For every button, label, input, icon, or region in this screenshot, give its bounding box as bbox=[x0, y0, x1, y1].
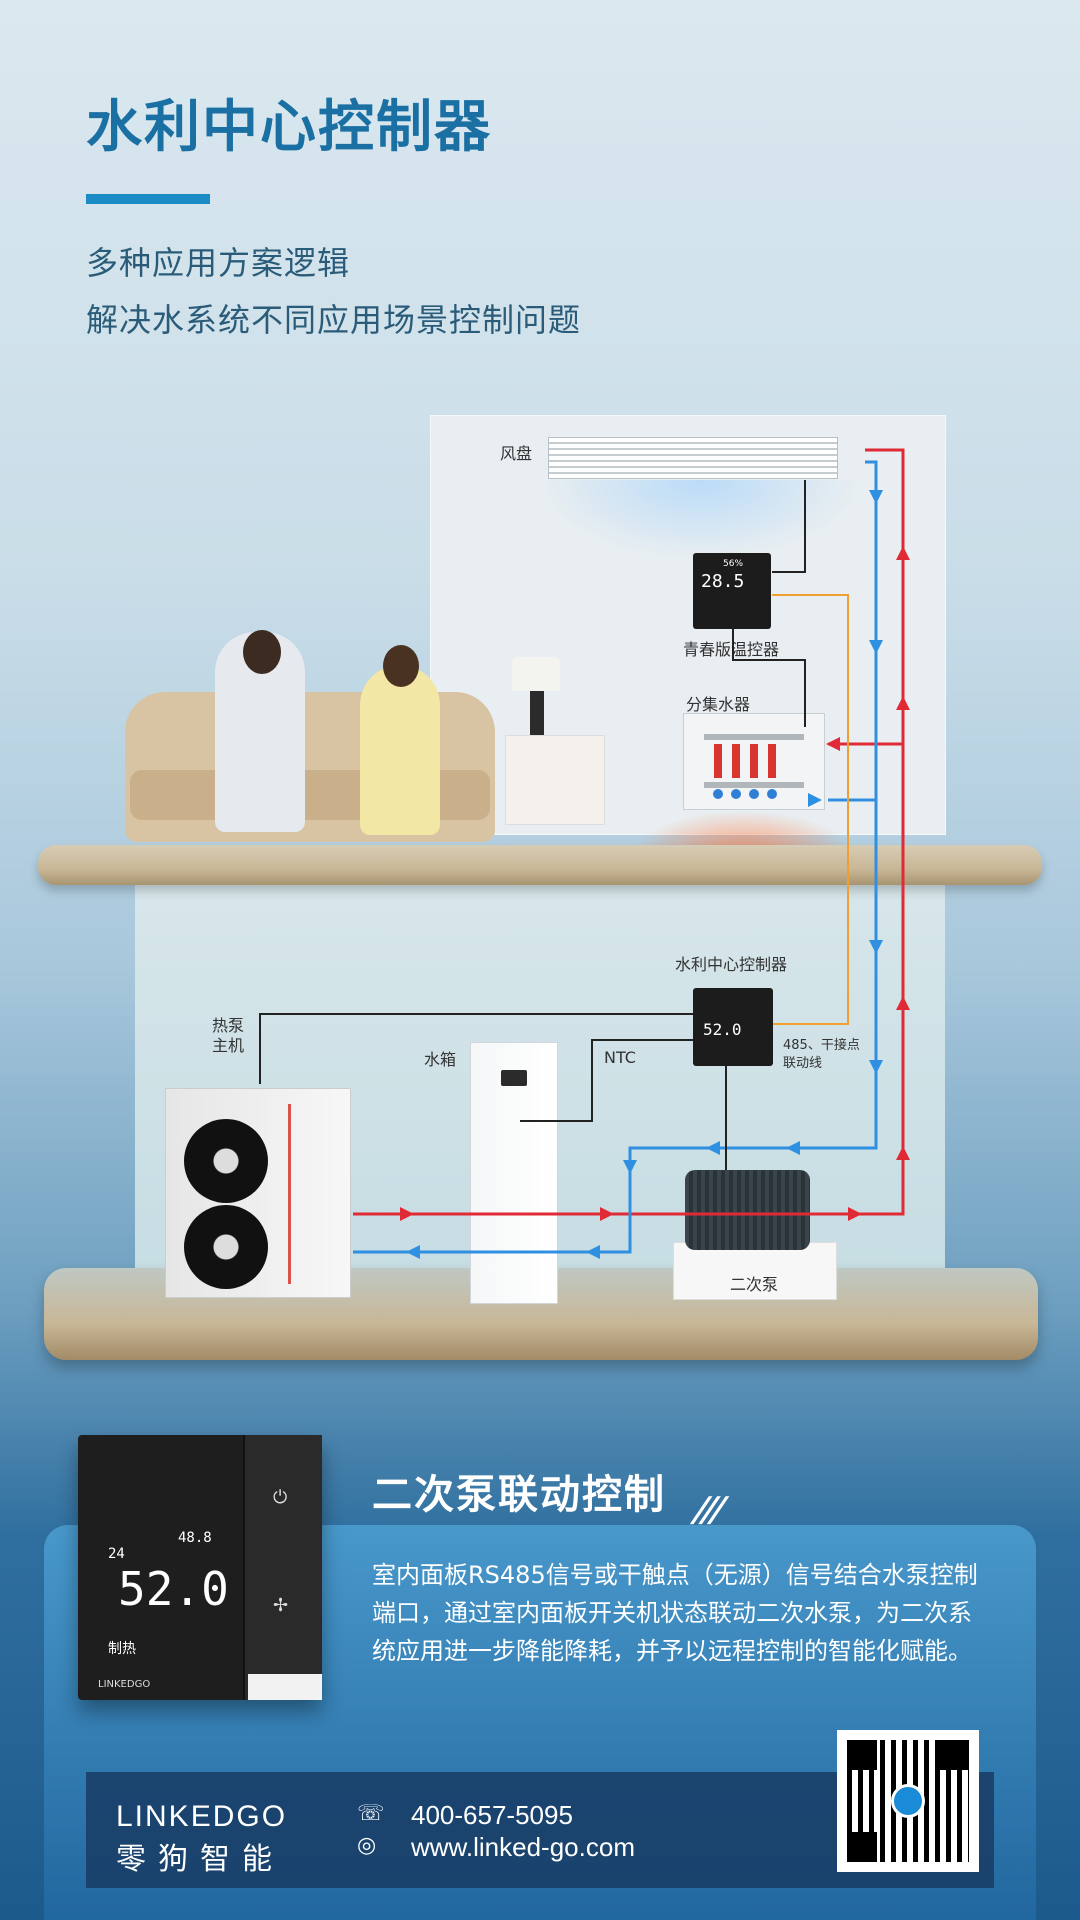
fan-icon bbox=[184, 1205, 268, 1289]
product-bottom-strip bbox=[248, 1674, 322, 1700]
table-lamp bbox=[512, 657, 560, 691]
qr-center-logo-icon bbox=[891, 1784, 925, 1818]
thermostat-humidity: 56% bbox=[723, 559, 744, 569]
hot-water-pipes bbox=[353, 448, 905, 1216]
hydro-controller-product-image: 48.8 24 52.0 制热 LINKEDGO ⏻ ✢ bbox=[78, 1435, 322, 1700]
product-reading: 52.0 bbox=[118, 1562, 229, 1616]
youth-thermostat-device: 28.5 56% bbox=[693, 553, 771, 629]
manifold-label: 分集水器 bbox=[686, 695, 751, 714]
hydro-controller-device: 52.0 bbox=[693, 988, 773, 1066]
tank-display bbox=[501, 1070, 527, 1086]
globe-icon: ◎ bbox=[357, 1832, 377, 1857]
website-link[interactable]: www.linked-go.com bbox=[411, 1832, 635, 1862]
phone-number[interactable]: 400-657-5095 bbox=[411, 1800, 573, 1830]
hydro-controller-label: 水利中心控制器 bbox=[675, 955, 788, 974]
control-wires bbox=[259, 480, 806, 1170]
page-title: 水利中心控制器 bbox=[86, 95, 492, 160]
hot-flow-arrows bbox=[400, 546, 910, 1221]
qr-code[interactable] bbox=[837, 1730, 979, 1872]
water-tank-label: 水箱 bbox=[424, 1050, 457, 1069]
product-button-pane: ⏻ ✢ bbox=[243, 1435, 322, 1700]
link-label-line-2: 联动线 bbox=[783, 1056, 823, 1071]
fan-icon bbox=[184, 1119, 268, 1203]
product-temp-top: 48.8 bbox=[178, 1530, 212, 1546]
fan-coil-unit bbox=[548, 437, 838, 479]
heat-pump-unit bbox=[165, 1088, 351, 1298]
subtitle-line-2: 解决水系统不同应用场景控制问题 bbox=[86, 301, 582, 339]
woman-head bbox=[383, 645, 419, 687]
rs485-link-wire bbox=[772, 594, 849, 1025]
heat-pump-label-line-2: 主机 bbox=[212, 1036, 245, 1055]
woman-reading-figure bbox=[360, 665, 440, 835]
feature-title: 二次泵联动控制 bbox=[372, 1472, 666, 1518]
controller-reading: 52.0 bbox=[703, 1020, 742, 1039]
product-temp-small: 24 bbox=[108, 1546, 125, 1562]
secondary-pump-label: 二次泵 bbox=[730, 1275, 779, 1294]
feature-description: 室内面板RS485信号或干触点（无源）信号结合水泵控制端口，通过室内面板开关机状… bbox=[372, 1561, 978, 1665]
cold-water-pipes bbox=[353, 460, 878, 1254]
product-screen: 48.8 24 52.0 制热 bbox=[108, 1530, 229, 1658]
lamp-base bbox=[530, 691, 544, 735]
nightstand bbox=[505, 735, 605, 825]
phone-icon: ☏ bbox=[357, 1800, 385, 1825]
link-label-line-1: 485、干接点 bbox=[783, 1038, 860, 1053]
manifold-pipes-graphic bbox=[704, 734, 804, 799]
water-tank-unit bbox=[470, 1042, 558, 1304]
manifold-device bbox=[683, 713, 825, 810]
airflow-effect bbox=[540, 480, 860, 560]
youth-thermostat-label: 青春版温控器 bbox=[683, 640, 780, 659]
fan-coil-label: 风盘 bbox=[500, 444, 533, 463]
thermostat-reading: 28.5 bbox=[701, 571, 745, 592]
product-mode: 制热 bbox=[108, 1641, 136, 1657]
fan-mode-icon: ✢ bbox=[273, 1595, 289, 1616]
secondary-pump-motor bbox=[685, 1170, 810, 1250]
subtitle-line-1: 多种应用方案逻辑 bbox=[86, 244, 351, 282]
qr-pattern bbox=[847, 1740, 969, 1862]
heat-pump-label-line-1: 热泵 bbox=[212, 1016, 245, 1035]
product-brand: LINKEDGO bbox=[98, 1679, 151, 1690]
man-head bbox=[243, 630, 281, 674]
title-underline bbox=[86, 194, 210, 204]
power-icon: ⏻ bbox=[273, 1487, 288, 1508]
brand-logo: LINKEDGO bbox=[116, 1800, 288, 1833]
ntc-label: NTC bbox=[604, 1048, 636, 1067]
brand-logo-chinese: 零狗智能 bbox=[116, 1842, 284, 1877]
cold-flow-arrows bbox=[406, 490, 883, 1259]
heat-pump-accent-stripe bbox=[288, 1104, 291, 1284]
